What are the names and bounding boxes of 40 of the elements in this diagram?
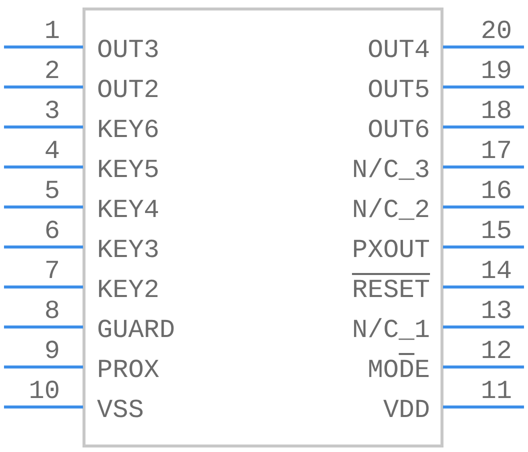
pin-number: 3 — [44, 97, 60, 125]
pin-name: KEY5 — [97, 156, 160, 184]
pin-name: PROX — [97, 356, 160, 384]
pin-number: 7 — [44, 257, 60, 285]
pin-name: OUT2 — [97, 76, 160, 104]
pin-number: 9 — [44, 337, 60, 365]
pin-name: KEY4 — [97, 196, 160, 224]
pin-name: GUARD — [97, 316, 176, 344]
pin-number: 6 — [44, 217, 60, 245]
pin-name: N/C_1 — [352, 316, 430, 344]
pin-name: KEY3 — [97, 236, 160, 264]
pin-name: OUT3 — [97, 36, 160, 64]
pin-name: VDD — [383, 396, 430, 424]
pin-number: 4 — [44, 137, 60, 165]
pin-number: 12 — [480, 337, 512, 365]
pin-number: 8 — [44, 297, 60, 325]
pin-name: OUT5 — [368, 76, 430, 104]
pin-number: 14 — [480, 257, 512, 285]
pin-number: 5 — [44, 177, 60, 205]
pin-name: KEY2 — [97, 276, 160, 304]
pin-number: 15 — [480, 217, 512, 245]
pin-name: VSS — [97, 396, 144, 424]
pin-name: KEY6 — [97, 116, 160, 144]
pin-number: 10 — [28, 377, 60, 405]
pin-number: 20 — [480, 17, 512, 45]
pin-number: 17 — [480, 137, 512, 165]
pin-number: 11 — [480, 377, 512, 405]
pin-number: 1 — [44, 17, 60, 45]
pin-number: 2 — [44, 57, 60, 85]
pin-name: OUT6 — [368, 116, 430, 144]
pin-number: 19 — [480, 57, 512, 85]
pin-number: 18 — [480, 97, 512, 125]
pin-number: 16 — [480, 177, 512, 205]
pin-name: N/C_2 — [352, 196, 430, 224]
pin-number: 13 — [480, 297, 512, 325]
pin-name: PXOUT — [352, 236, 430, 264]
pin-name: MODE — [368, 356, 430, 384]
pin-name: RESET — [352, 276, 430, 304]
pin-name: OUT4 — [368, 36, 430, 64]
pin-name: N/C_3 — [352, 156, 430, 184]
